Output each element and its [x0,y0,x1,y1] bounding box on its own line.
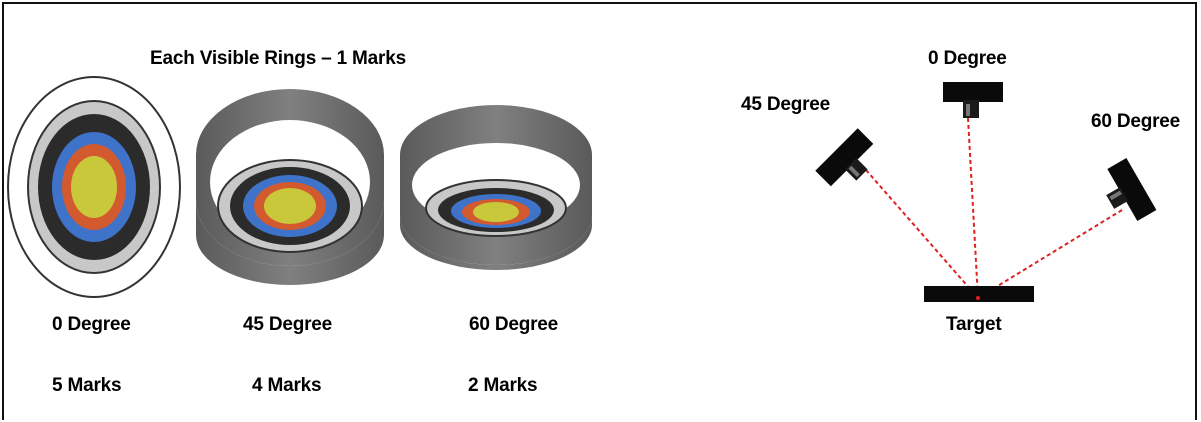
heading-visible-rings: Each Visible Rings – 1 Marks [150,48,406,69]
ring-yellow [264,188,316,224]
target-60-degree [400,105,592,270]
laser-beam-0 [967,117,979,299]
laser-beams [865,117,1123,299]
ring-yellow [71,156,117,218]
laser-beam-45 [865,169,979,299]
camera-label-60-degree: 60 Degree [1091,111,1181,132]
laser-beam-60 [977,209,1123,299]
target-marks-label-0: 5 Marks [52,375,122,396]
camera-60-degree [1106,158,1157,221]
target-plate [924,286,1034,302]
camera-label-0-degree: 0 Degree [928,48,1007,69]
camera-0-degree [943,82,1003,118]
target-0-degree [7,76,181,298]
target-angle-label-0: 0 Degree [52,314,131,335]
camera-label-45-degree: 45 Degree [741,94,831,115]
camera-45-degree [815,128,874,187]
target-angle-label-45: 45 Degree [243,314,333,335]
target-45-degree [196,89,384,285]
laser-spot [976,296,980,300]
ring-yellow [473,202,519,222]
target-marks-label-45: 4 Marks [252,375,322,396]
cylinder-front [196,200,384,285]
target-plate-label: Target [946,314,1002,335]
target-marks-label-60: 2 Marks [468,375,538,396]
target-angle-label-60: 60 Degree [469,314,559,335]
